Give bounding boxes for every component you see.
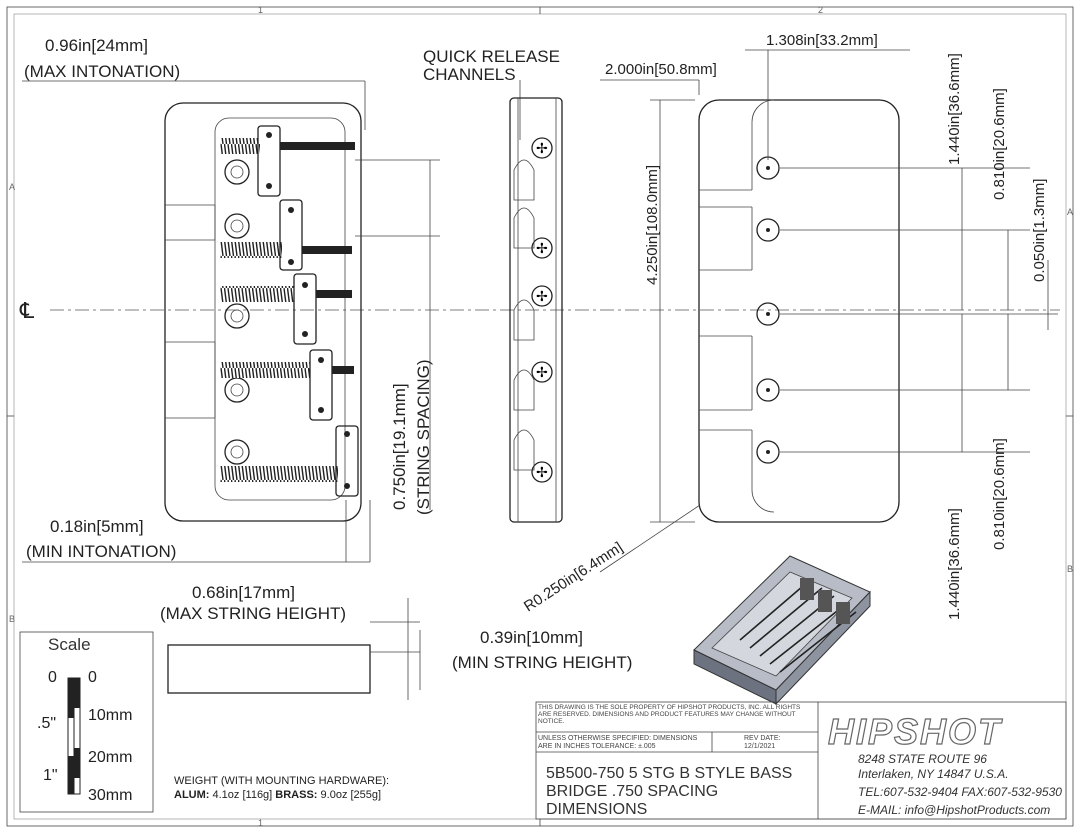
zone-row-a-right: A <box>1067 207 1073 217</box>
weight-heading: WEIGHT (WITH MOUNTING HARDWARE): <box>174 775 389 787</box>
title-line-1: 5B500-750 5 STG B STYLE BASS <box>546 765 792 782</box>
top-view <box>164 102 362 522</box>
max-height-label: (MAX STRING HEIGHT) <box>160 604 346 623</box>
scale-right-0: 0 <box>88 669 97 686</box>
length-dim: 4.250in[108.0mm] <box>644 165 661 285</box>
email: E-MAIL: info@HipshotProducts.com <box>858 803 1050 817</box>
title-line-2: BRIDGE .750 SPACING <box>546 783 718 800</box>
scale-left-half: .5" <box>37 715 56 732</box>
centerline-symbol: ℄ <box>19 298 35 323</box>
zone-row-a: A <box>9 182 15 192</box>
saddle-1 <box>220 125 355 197</box>
bottom-view-outline <box>698 99 900 523</box>
zone-col-2: 2 <box>818 5 823 15</box>
rev-date: 12/1/2021 <box>744 743 775 750</box>
inner-hole-dim-bottom: 0.810in[20.6mm] <box>991 438 1008 550</box>
height-view <box>167 598 421 700</box>
scale-right-20: 20mm <box>88 749 132 766</box>
notice-text: THIS DRAWING IS THE SOLE PROPERTY OF HIP… <box>538 704 801 725</box>
min-intonation-dim: 0.18in[5mm] <box>50 517 144 536</box>
svg-text:✢: ✢ <box>536 464 548 480</box>
scale-box: Scale 0 .5" 1" 0 10mm 20mm 30mm <box>19 631 154 813</box>
scale-right-10: 10mm <box>88 707 132 724</box>
max-intonation-dim: 0.96in[24mm] <box>45 36 148 55</box>
zone-col-1-bottom: 1 <box>258 818 263 828</box>
zone-row-b: B <box>9 614 15 624</box>
outer-hole-dim-bottom: 1.440in[36.6mm] <box>946 508 963 620</box>
zone-row-b-right: B <box>1067 564 1073 574</box>
min-intonation-label: (MIN INTONATION) <box>26 542 176 561</box>
saddle-5 <box>220 425 359 497</box>
saddle-3 <box>220 273 352 345</box>
weight-values: ALUM: 4.1oz [116g] BRASS: 9.0oz [255g] <box>174 789 381 801</box>
max-height-dim: 0.68in[17mm] <box>192 583 295 602</box>
rev-label: REV DATE: <box>744 735 780 742</box>
inner-border <box>13 13 1067 820</box>
address-line-1: 8248 STATE ROUTE 96 <box>858 752 987 766</box>
min-height-dim: 0.39in[10mm] <box>480 628 583 647</box>
bottom-view <box>698 99 900 523</box>
side-view: QUICK RELEASE CHANNELS ✢ ✢ ✢ ✢ ✢ <box>423 47 563 523</box>
max-intonation-label: (MAX INTONATION) <box>24 62 180 81</box>
zone-col-1: 1 <box>258 5 263 15</box>
svg-text:✢: ✢ <box>536 364 548 380</box>
channels-label-1: QUICK RELEASE <box>423 47 560 66</box>
string-spacing-label: (STRING SPACING) <box>414 359 433 515</box>
top-view-outline <box>164 102 362 522</box>
scale-left-1: 1" <box>43 767 58 784</box>
saddle-2 <box>220 199 352 271</box>
title-line-3: DIMENSIONS <box>546 801 647 818</box>
scale-left-0: 0 <box>48 669 57 686</box>
width-dim: 2.000in[50.8mm] <box>605 61 717 78</box>
tolerance-line-1: UNLESS OTHERWISE SPECIFIED: DIMENSIONS <box>538 735 698 742</box>
title-block: THIS DRAWING IS THE SOLE PROPERTY OF HIP… <box>535 701 1067 820</box>
min-height-label: (MIN STRING HEIGHT) <box>452 653 632 672</box>
svg-text:✢: ✢ <box>536 240 548 256</box>
inner-hole-dim-top: 0.810in[20.6mm] <box>991 88 1008 200</box>
phone-fax: TEL:607-532-9404 FAX:607-532-9530 <box>858 785 1062 799</box>
address-line-2: Interlaken, NY 14847 U.S.A. <box>858 767 1009 781</box>
offset-dim: 0.050in[1.3mm] <box>1031 179 1048 282</box>
channels-label-2: CHANNELS <box>423 65 516 84</box>
isometric-view <box>693 555 871 706</box>
radius-dim: R0.250in[6.4mm] <box>521 539 626 615</box>
hole-offset-dim: 1.308in[33.2mm] <box>766 32 878 49</box>
scale-title: Scale <box>48 635 91 654</box>
scale-right-30: 30mm <box>88 787 132 804</box>
string-spacing-dim: 0.750in[19.1mm] <box>390 383 409 510</box>
saddle-4 <box>220 349 354 421</box>
tolerance-line-2: ARE IN INCHES TOLERANCE: ±.005 <box>538 743 656 750</box>
svg-text:✢: ✢ <box>536 288 548 304</box>
svg-text:✢: ✢ <box>536 140 548 156</box>
hipshot-logo: HIPSHOT <box>828 711 1003 752</box>
outer-hole-dim-top: 1.440in[36.6mm] <box>946 53 963 165</box>
